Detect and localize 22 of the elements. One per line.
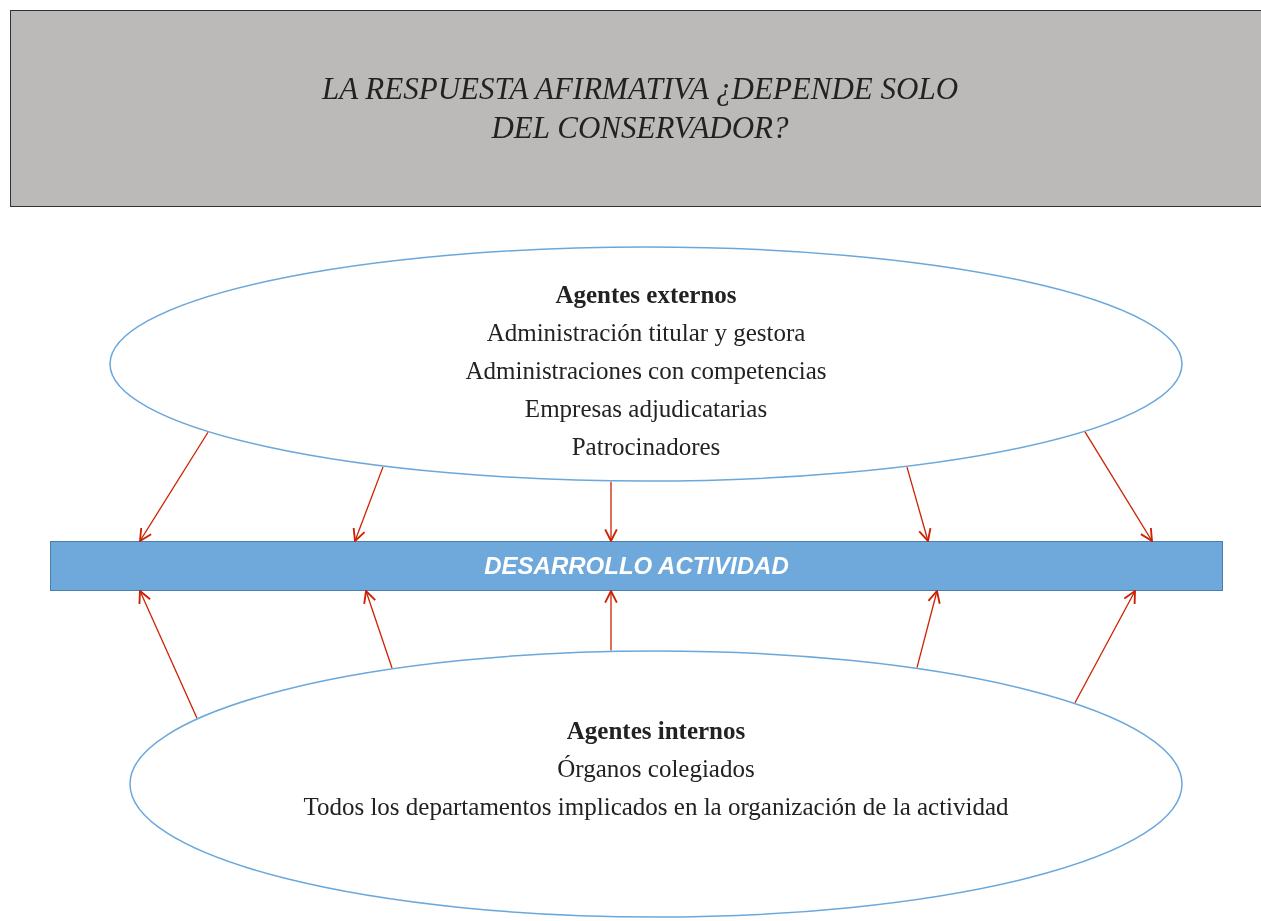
title-box: [10, 10, 1261, 207]
arrow: [1074, 590, 1136, 704]
ellipse-item: Órganos colegiados: [557, 754, 755, 784]
title-text: LA RESPUESTA AFIRMATIVA ¿DEPENDE SOLO DEL CONSERVADOR?: [320, 69, 959, 147]
ellipse-item: Todos los departamentos implicados en la organización de la actividad: [303, 792, 1009, 822]
arrow: [139, 431, 209, 542]
ellipse-item: Empresas adjudicatarias: [524, 394, 768, 424]
ellipse-item: Administración titular y gestora: [486, 318, 806, 348]
arrow: [916, 590, 941, 669]
arrow: [1084, 431, 1153, 542]
arrow: [604, 481, 618, 542]
ellipse-item: Administraciones con competencias: [465, 356, 827, 386]
ellipse-heading: Agentes internos: [566, 716, 746, 746]
arrow: [138, 590, 198, 719]
arrow: [906, 466, 932, 542]
activity-bar: [50, 541, 1223, 591]
ellipse-item: Patrocinadores: [571, 432, 721, 462]
arrow: [363, 590, 393, 669]
arrow: [604, 590, 618, 652]
ellipse-heading: Agentes externos: [555, 280, 737, 310]
bar-label: DESARROLLO ACTIVIDAD: [484, 552, 789, 580]
arrow: [352, 466, 384, 542]
